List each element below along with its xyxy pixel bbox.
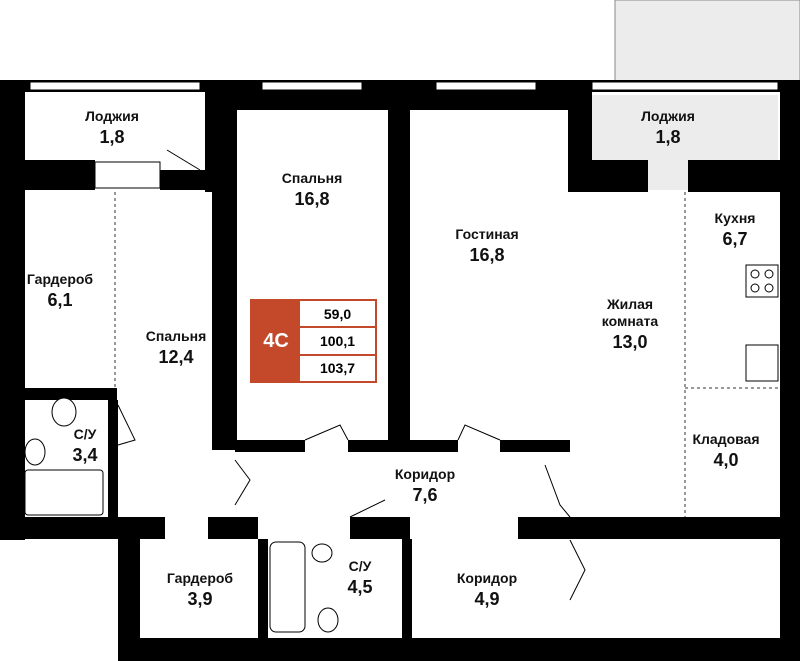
room-area: 4,0	[713, 450, 739, 470]
windows	[29, 81, 779, 189]
room-living-room: Жилая комната 13,0	[595, 296, 665, 354]
room-name: Лоджия	[85, 108, 139, 124]
doors	[117, 149, 586, 601]
room-area: 4,5	[347, 577, 373, 597]
room-name: Кладовая	[692, 431, 760, 447]
total-area-with-loggias: 103,7	[319, 360, 356, 377]
room-area: 1,8	[99, 127, 125, 147]
toilet-icon	[317, 607, 339, 633]
room-bedroom-2: Спальня 12,4	[146, 328, 206, 369]
walls	[0, 80, 800, 661]
room-kitchen: Кухня 6,7	[715, 210, 756, 251]
shower-tray	[24, 469, 104, 516]
total-area: 100,1	[300, 328, 375, 356]
room-loggia-left: Лоджия 1,8	[85, 108, 139, 149]
room-corridor-2: Коридор 4,9	[457, 570, 517, 611]
room-name: Гостиная	[455, 226, 519, 242]
fixtures	[24, 264, 779, 633]
room-area: 3,4	[72, 445, 98, 465]
room-loggia-right: Лоджия 1,8	[641, 108, 695, 149]
room-name: Гардероб	[26, 271, 94, 287]
room-area: 1,8	[655, 127, 681, 147]
sink-icon	[24, 438, 46, 466]
room-area: 12,4	[158, 347, 194, 367]
room-corridor-1: Коридор 7,6	[395, 466, 455, 507]
room-name: С/У	[348, 558, 372, 574]
apartment-type-code: 4С	[252, 301, 300, 381]
room-area: 6,7	[722, 229, 748, 249]
room-area: 4,9	[474, 589, 500, 609]
room-area: 16,8	[294, 189, 330, 209]
room-name: Спальня	[281, 170, 343, 186]
living-area: 59,0	[300, 301, 375, 329]
room-name: Лоджия	[641, 108, 695, 124]
room-name: С/У	[73, 426, 97, 442]
room-name: Жилая комната	[601, 296, 659, 329]
room-wardrobe-2: Гардероб 3,9	[167, 570, 233, 611]
room-area: 7,6	[412, 485, 438, 505]
room-living: Гостиная 16,8	[455, 226, 518, 267]
room-name: Коридор	[394, 466, 456, 482]
toilet-icon	[51, 397, 77, 427]
bathtub-icon	[269, 541, 306, 633]
room-name: Кухня	[714, 210, 756, 226]
loggia-right-floor	[592, 95, 778, 160]
sink-icon	[311, 543, 333, 563]
room-wardrobe-1: Гардероб 6,1	[27, 271, 93, 312]
room-bedroom-1: Спальня 16,8	[282, 170, 342, 211]
room-name: Спальня	[145, 328, 207, 344]
terrace-area	[614, 0, 800, 83]
room-bathroom-1: С/У 3,4	[72, 426, 97, 467]
room-area: 13,0	[612, 332, 648, 352]
room-name: Коридор	[456, 570, 518, 586]
room-area: 3,9	[187, 589, 213, 609]
kitchen-sink-icon	[745, 344, 779, 382]
room-area: 16,8	[469, 245, 505, 265]
apartment-badge: 4С 59,0 100,1 103,7	[250, 299, 377, 383]
room-bathroom-2: С/У 4,5	[347, 558, 372, 599]
room-area: 6,1	[47, 290, 73, 310]
stove-icon	[745, 264, 779, 298]
room-name: Гардероб	[166, 570, 234, 586]
room-storage: Кладовая 4,0	[692, 431, 759, 472]
